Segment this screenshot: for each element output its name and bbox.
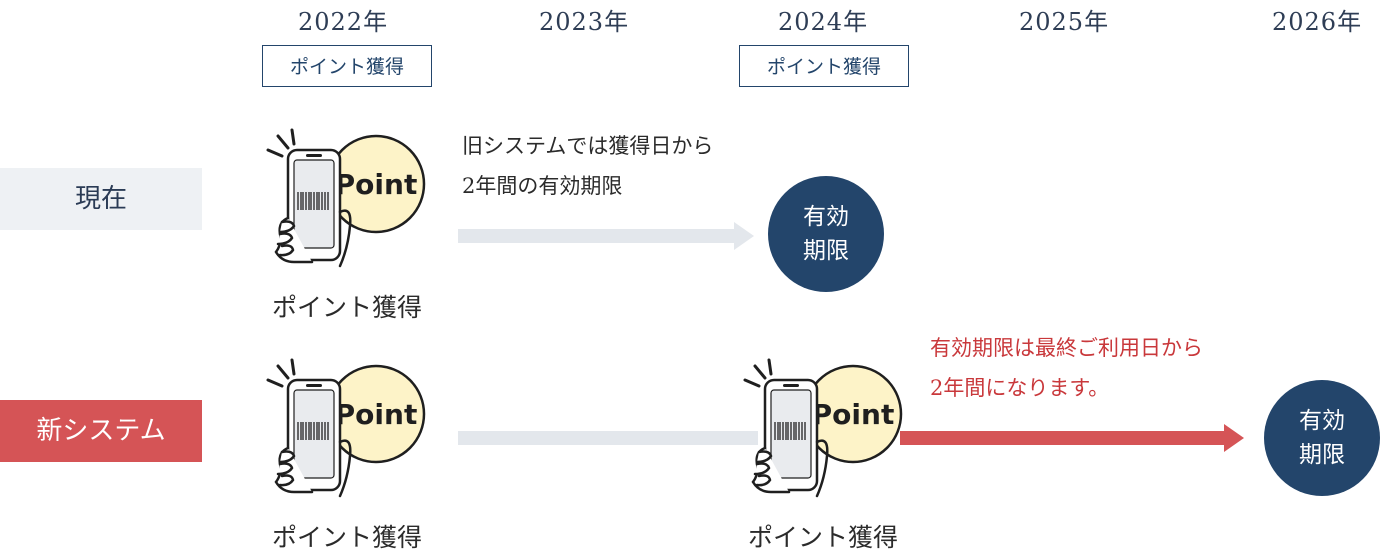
arrow-current-validity <box>458 222 754 250</box>
expiry-current-line-2: 期限 <box>803 238 849 264</box>
expiry-circle-current: 有効 期限 <box>768 176 884 292</box>
coin-text: Point <box>335 398 418 431</box>
tag-point-earned-2024: ポイント獲得 <box>739 45 909 87</box>
note-new-line-2: 2年間になります。 <box>930 376 1110 400</box>
row-label-new-system: 新システム <box>0 400 202 462</box>
row-label-current: 現在 <box>0 168 202 230</box>
caption-new-1: ポイント獲得 <box>272 523 423 552</box>
note-current-line-1: 旧システムでは獲得日から <box>462 134 714 158</box>
year-2023: 2023年 <box>539 8 630 36</box>
year-2022: 2022年 <box>298 8 389 36</box>
coin-text: Point <box>812 398 895 431</box>
caption-current: ポイント獲得 <box>272 293 423 322</box>
year-2024: 2024年 <box>778 8 869 36</box>
note-current-line-2: 2年間の有効期限 <box>462 174 623 198</box>
point-coin-icon: Point <box>326 364 426 464</box>
smartphone-barcode-icon <box>743 358 829 498</box>
arrow-new-validity <box>900 424 1244 452</box>
expiry-current-line-1: 有効 <box>803 204 849 230</box>
year-2026: 2026年 <box>1272 8 1363 36</box>
note-new-system: 有効期限は最終ご利用日から 2年間になります。 <box>930 328 1203 408</box>
tag-point-earned-2022: ポイント獲得 <box>262 45 432 87</box>
expiry-new-line-1: 有効 <box>1299 408 1345 434</box>
caption-new-2: ポイント獲得 <box>748 523 899 552</box>
coin-text: Point <box>335 168 418 201</box>
bar-new-carryover <box>458 431 758 445</box>
note-new-line-1: 有効期限は最終ご利用日から <box>930 336 1203 360</box>
expiry-new-line-2: 期限 <box>1299 442 1345 468</box>
smartphone-barcode-icon <box>266 358 352 498</box>
year-2025: 2025年 <box>1019 8 1110 36</box>
phone-point-icon-current: Point <box>266 128 426 268</box>
smartphone-barcode-icon <box>266 128 352 268</box>
phone-point-icon-new-1: Point <box>266 358 426 498</box>
expiry-circle-new-system: 有効 期限 <box>1264 380 1380 496</box>
phone-point-icon-new-2: Point <box>743 358 903 498</box>
point-coin-icon: Point <box>803 364 903 464</box>
point-coin-icon: Point <box>326 134 426 234</box>
note-current: 旧システムでは獲得日から 2年間の有効期限 <box>462 126 713 206</box>
